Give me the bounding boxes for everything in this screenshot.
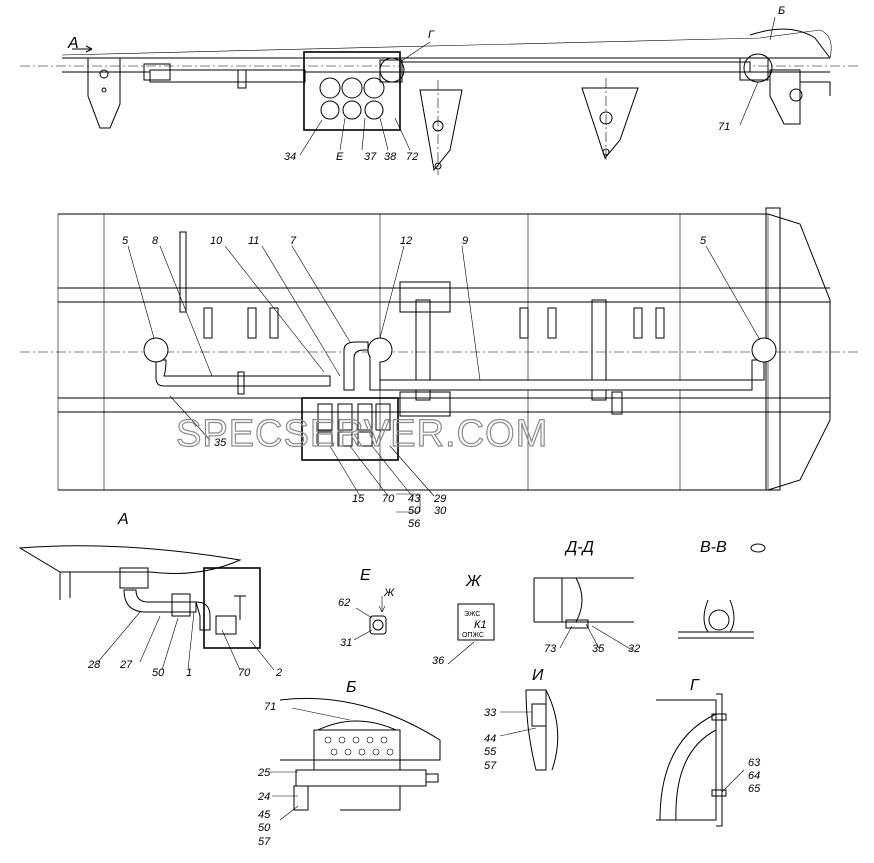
callout-30: 30 [434,505,447,517]
detail-e [353,596,387,641]
callout-11: 11 [248,235,259,247]
detail-i [499,689,559,771]
b-callout-57: 57 [258,836,271,848]
mark-b-label: Б [778,5,785,17]
dd-callout-35: 35 [592,643,605,655]
callout-70: 70 [382,493,395,505]
detail-g [656,693,745,827]
a-callout-1: 1 [186,667,192,679]
e-arrow-zh: Ж [383,587,395,599]
callout-10: 10 [210,235,223,247]
detail-a-title: А [117,511,129,528]
plan-view [20,207,860,513]
callout-37: 37 [364,151,377,163]
i-callout-44: 44 [484,733,496,745]
g-callout-65: 65 [748,783,761,795]
callout-43: 43 [408,493,421,505]
callout-8: 8 [152,235,159,247]
detail-vv [678,543,766,639]
a-callout-50: 50 [152,667,165,679]
callout-5-left: 5 [122,235,129,247]
a-callout-70: 70 [238,667,251,679]
callout-7: 7 [290,235,297,247]
callout-29: 29 [433,493,446,505]
a-callout-28: 28 [87,659,101,671]
a-callout-27: 27 [119,659,133,671]
callout-e: Е [336,151,344,163]
plate-text-top: ЭЖС [464,611,480,618]
i-callout-33: 33 [484,707,497,719]
side-view [20,16,860,175]
detail-a [18,545,275,671]
detail-b-title: Б [346,679,356,696]
detail-b [270,697,441,821]
e-callout-31: 31 [340,637,352,649]
i-callout-57: 57 [484,760,497,772]
e-callout-62: 62 [338,597,350,609]
i-callout-55: 55 [484,746,497,758]
watermark: SPECSERVER.COM [176,413,548,455]
b-callout-50: 50 [258,822,271,834]
b-callout-25: 25 [257,767,271,779]
callout-50: 50 [408,505,421,517]
detail-i-title: И [532,667,544,684]
callout-15: 15 [352,493,365,505]
callout-34: 34 [284,151,296,163]
detail-e-title: Е [360,567,371,584]
plate-text-bottom: ОПЖС [462,632,484,639]
arrow-a-label: А [67,35,79,52]
detail-vv-title: В-В [700,539,727,556]
detail-dd [533,577,634,651]
callout-9: 9 [462,235,468,247]
b-callout-24: 24 [257,791,270,803]
zh-callout-36: 36 [432,655,445,667]
detail-dd-title: Д-Д [564,539,594,556]
detail-zh [447,603,495,665]
callout-56: 56 [408,518,421,530]
g-callout-64: 64 [748,770,760,782]
callout-72: 72 [406,151,418,163]
mark-g-label: Г [428,29,435,41]
b-callout-71: 71 [264,701,276,713]
g-callout-63: 63 [748,757,761,769]
b-callout-45: 45 [258,809,271,821]
callout-35: 35 [214,437,227,449]
callout-71: 71 [718,121,730,133]
callout-5-right: 5 [700,235,707,247]
dd-callout-32: 32 [628,643,640,655]
dd-callout-73: 73 [544,643,557,655]
detail-zh-title: Ж [465,573,482,590]
callout-38: 38 [384,151,397,163]
callout-12: 12 [400,235,412,247]
detail-g-title: Г [690,677,700,694]
a-callout-2: 2 [275,667,282,679]
plate-text-k1: К1 [474,619,487,631]
